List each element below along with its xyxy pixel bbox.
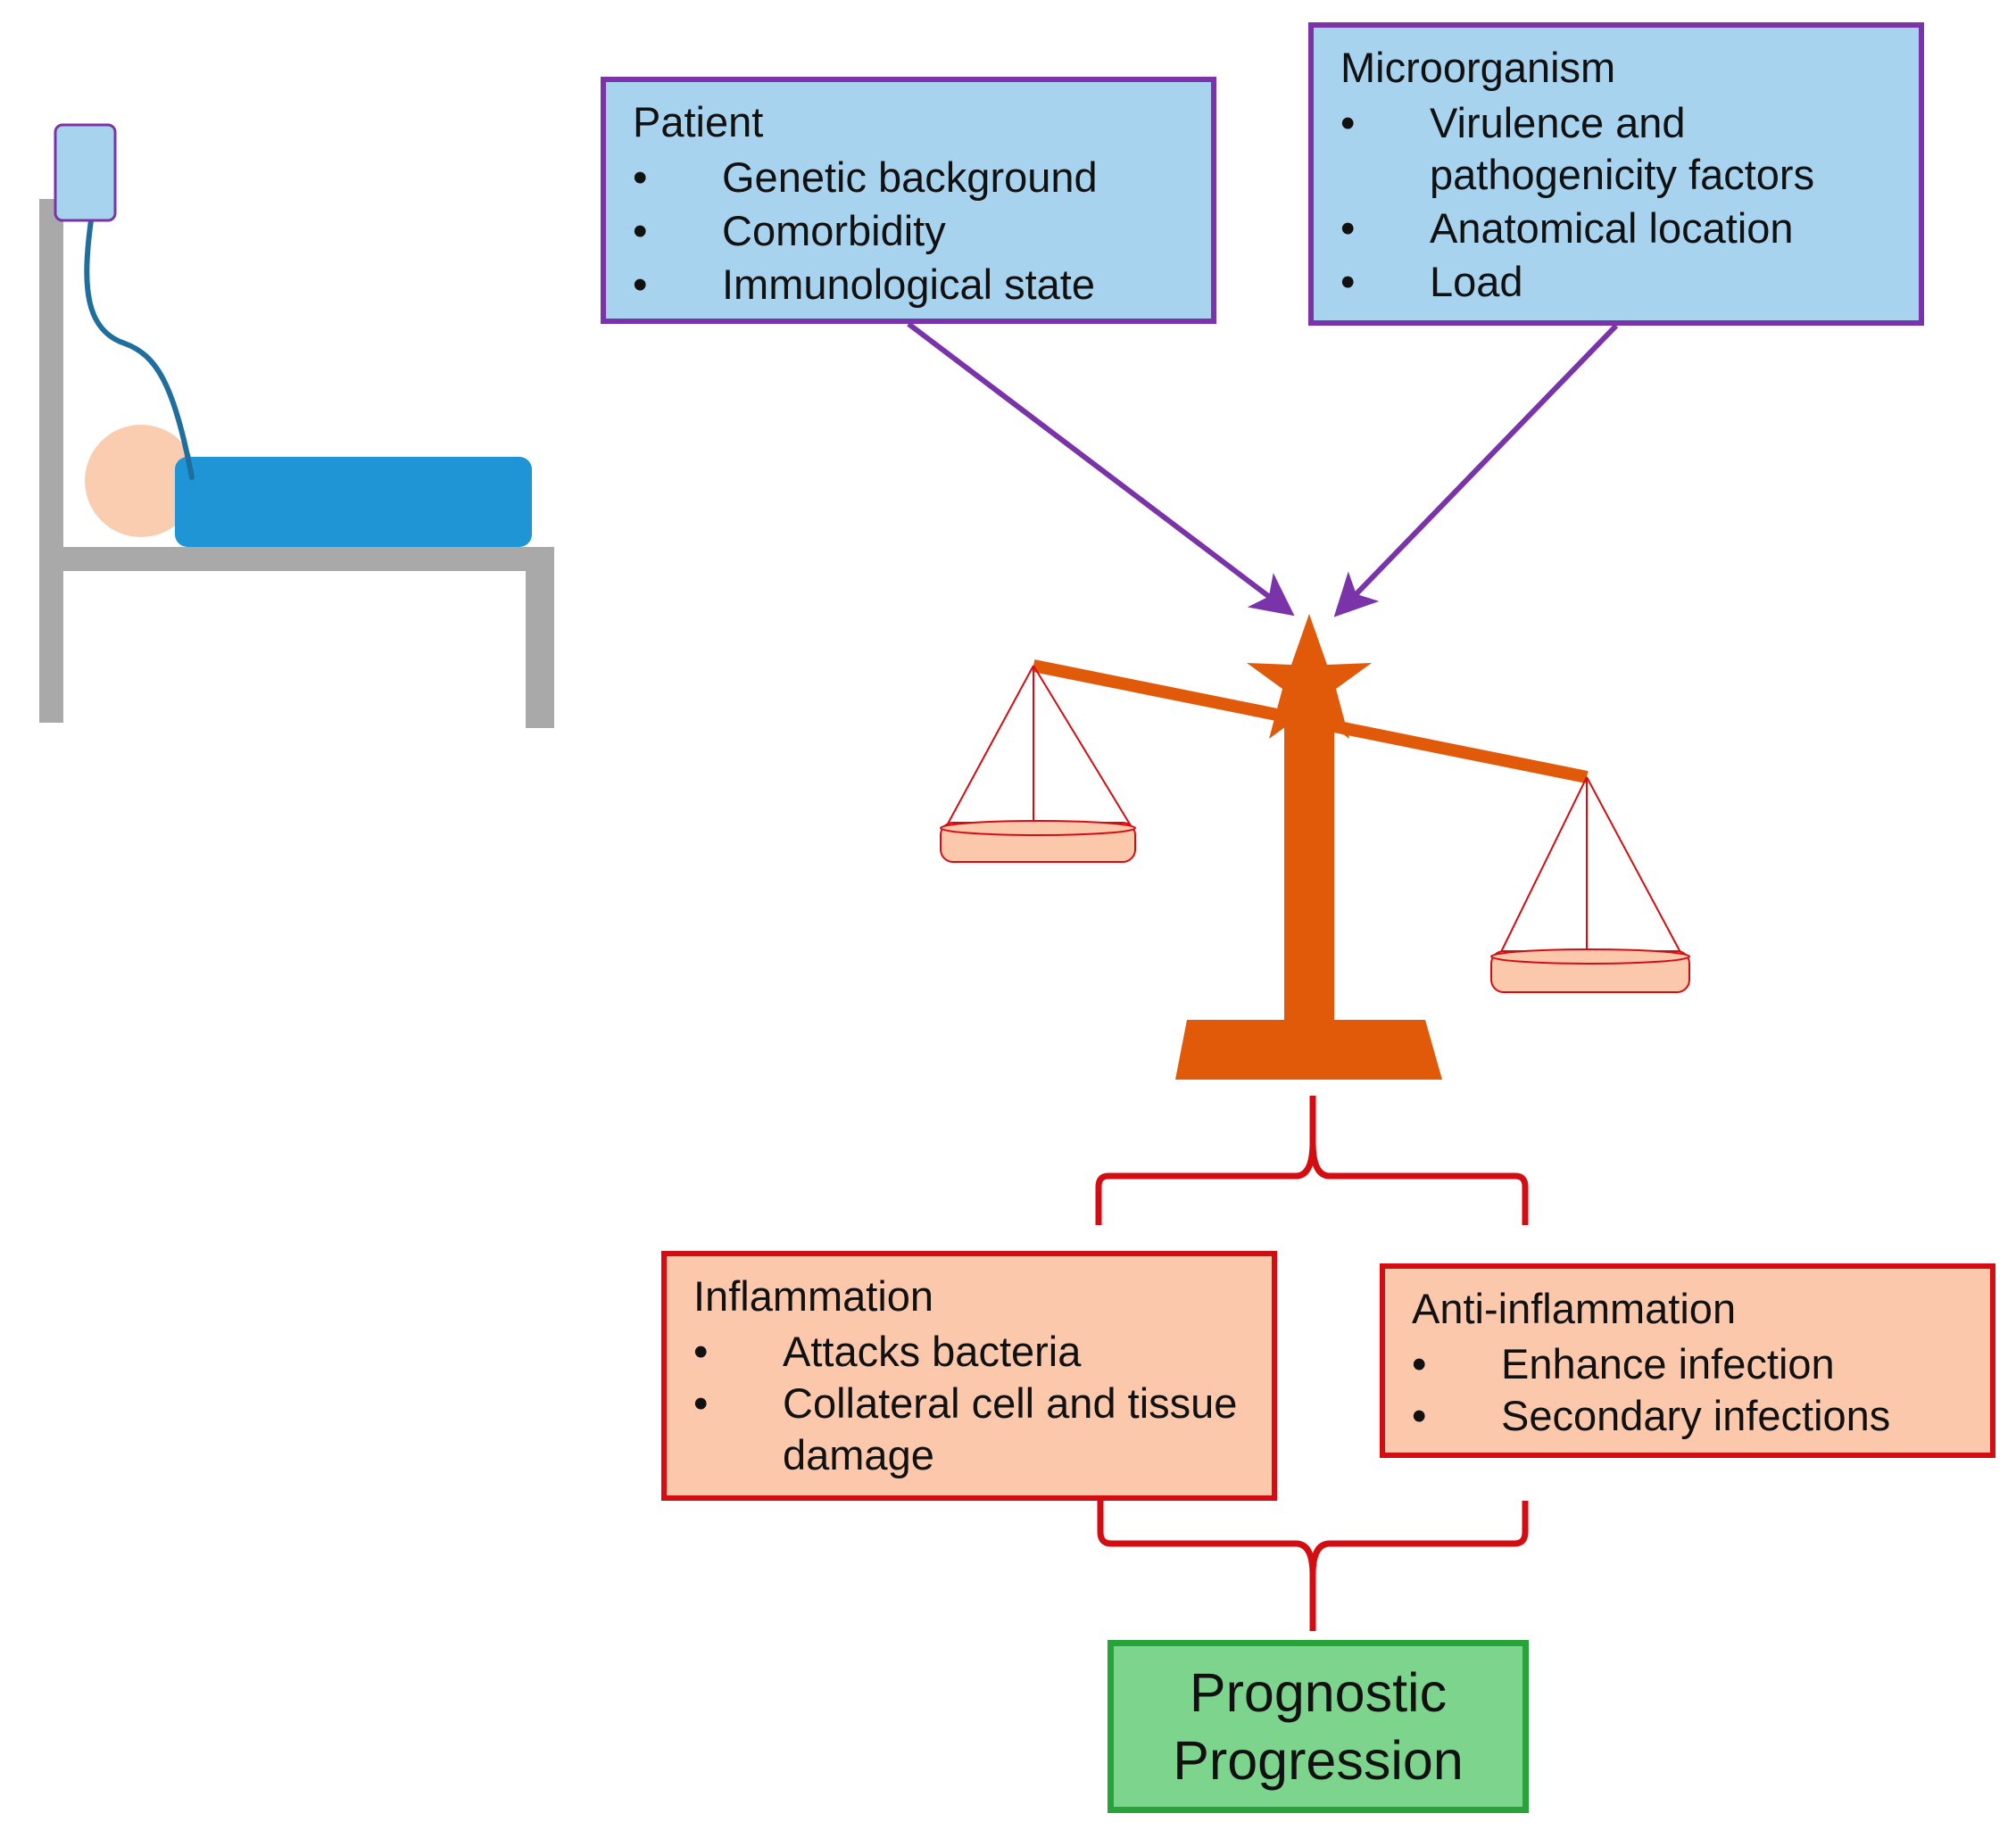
inflammation-effect-list: • Attacks bacteria • Collateral cell and t… bbox=[693, 1326, 1263, 1481]
left-scale-pan bbox=[940, 665, 1136, 863]
list-item-text: Virulence and pathogenicity factors bbox=[1430, 99, 1815, 198]
iv-line bbox=[84, 218, 195, 480]
microorganism-factor-list: • Virulence and pathogenicity factors • An… bbox=[1340, 97, 1910, 310]
list-item: • Secondary infections bbox=[1412, 1390, 1981, 1442]
anti-inflammation-box: Anti-inflammation • Enhance infection • Se… bbox=[1380, 1263, 1995, 1458]
list-item: • Anatomical location bbox=[1340, 203, 1910, 254]
list-item: • Collateral cell and tissue damage bbox=[693, 1378, 1263, 1481]
list-item: • Immunological state bbox=[633, 259, 1202, 311]
inflammation-box: Inflammation • Attacks bacteria • Collater… bbox=[661, 1251, 1277, 1501]
anti-inflammation-title: Anti-inflammation bbox=[1412, 1285, 1737, 1332]
list-item-text: Genetic background bbox=[722, 153, 1098, 201]
bullet: • bbox=[1340, 204, 1356, 252]
scale-post bbox=[1284, 707, 1334, 1023]
hospital-bed-icon bbox=[39, 199, 554, 728]
bullet: • bbox=[1340, 258, 1356, 305]
iv-bag-icon bbox=[54, 123, 117, 222]
bullet: • bbox=[1412, 1392, 1427, 1439]
bullet: • bbox=[633, 153, 648, 201]
scale-star bbox=[1247, 614, 1372, 739]
mattress bbox=[175, 457, 532, 547]
prognostic-progression-box: Prognostic Progression bbox=[1108, 1640, 1529, 1813]
list-item-text: Attacks bacteria bbox=[783, 1328, 1082, 1375]
microorganism-title: Microorganism bbox=[1340, 44, 1616, 91]
bullet: • bbox=[633, 207, 648, 254]
scale-base bbox=[1175, 1020, 1442, 1080]
patient-factor-list: • Genetic background • Comorbidity • Immuno… bbox=[633, 152, 1202, 312]
list-item: • Load bbox=[1340, 256, 1910, 308]
patient-factors-box: Patient • Genetic background • Comorbidity… bbox=[601, 77, 1216, 324]
list-item-text: Collateral cell and tissue damage bbox=[783, 1379, 1238, 1478]
patient-head bbox=[85, 425, 197, 537]
prognostic-progression-label: Prognostic Progression bbox=[1173, 1662, 1464, 1791]
list-item-text: Immunological state bbox=[722, 261, 1095, 308]
balance-scale-icon bbox=[940, 614, 1690, 1080]
scale-beam bbox=[1032, 659, 1589, 783]
patient-title: Patient bbox=[633, 98, 764, 145]
list-item: • Attacks bacteria bbox=[693, 1326, 1263, 1378]
anti-inflammation-effect-list: • Enhance infection • Secondary infections bbox=[1412, 1338, 1981, 1442]
microorganism-factors-box: Microorganism • Virulence and pathogenici… bbox=[1308, 22, 1924, 326]
patient-arrow bbox=[907, 321, 1295, 617]
list-item-text: Load bbox=[1430, 258, 1523, 305]
list-item: • Comorbidity bbox=[633, 205, 1202, 257]
microorganism-arrow bbox=[1333, 323, 1619, 617]
merge-brace bbox=[1097, 1501, 1529, 1631]
list-item-text: Secondary infections bbox=[1501, 1392, 1891, 1439]
split-brace bbox=[1095, 1096, 1529, 1225]
bullet: • bbox=[693, 1328, 709, 1375]
bullet: • bbox=[693, 1379, 709, 1427]
list-item: • Genetic background bbox=[633, 152, 1202, 203]
list-item-text: Comorbidity bbox=[722, 207, 946, 254]
list-item: • Enhance infection bbox=[1412, 1338, 1981, 1390]
list-item-text: Anatomical location bbox=[1430, 204, 1794, 252]
list-item: • Virulence and pathogenicity factors bbox=[1340, 97, 1910, 201]
bullet: • bbox=[1412, 1340, 1427, 1387]
bullet: • bbox=[633, 261, 648, 308]
right-scale-pan bbox=[1490, 776, 1690, 993]
bullet: • bbox=[1340, 99, 1356, 146]
list-item-text: Enhance infection bbox=[1501, 1340, 1835, 1387]
inflammation-title: Inflammation bbox=[693, 1272, 934, 1320]
